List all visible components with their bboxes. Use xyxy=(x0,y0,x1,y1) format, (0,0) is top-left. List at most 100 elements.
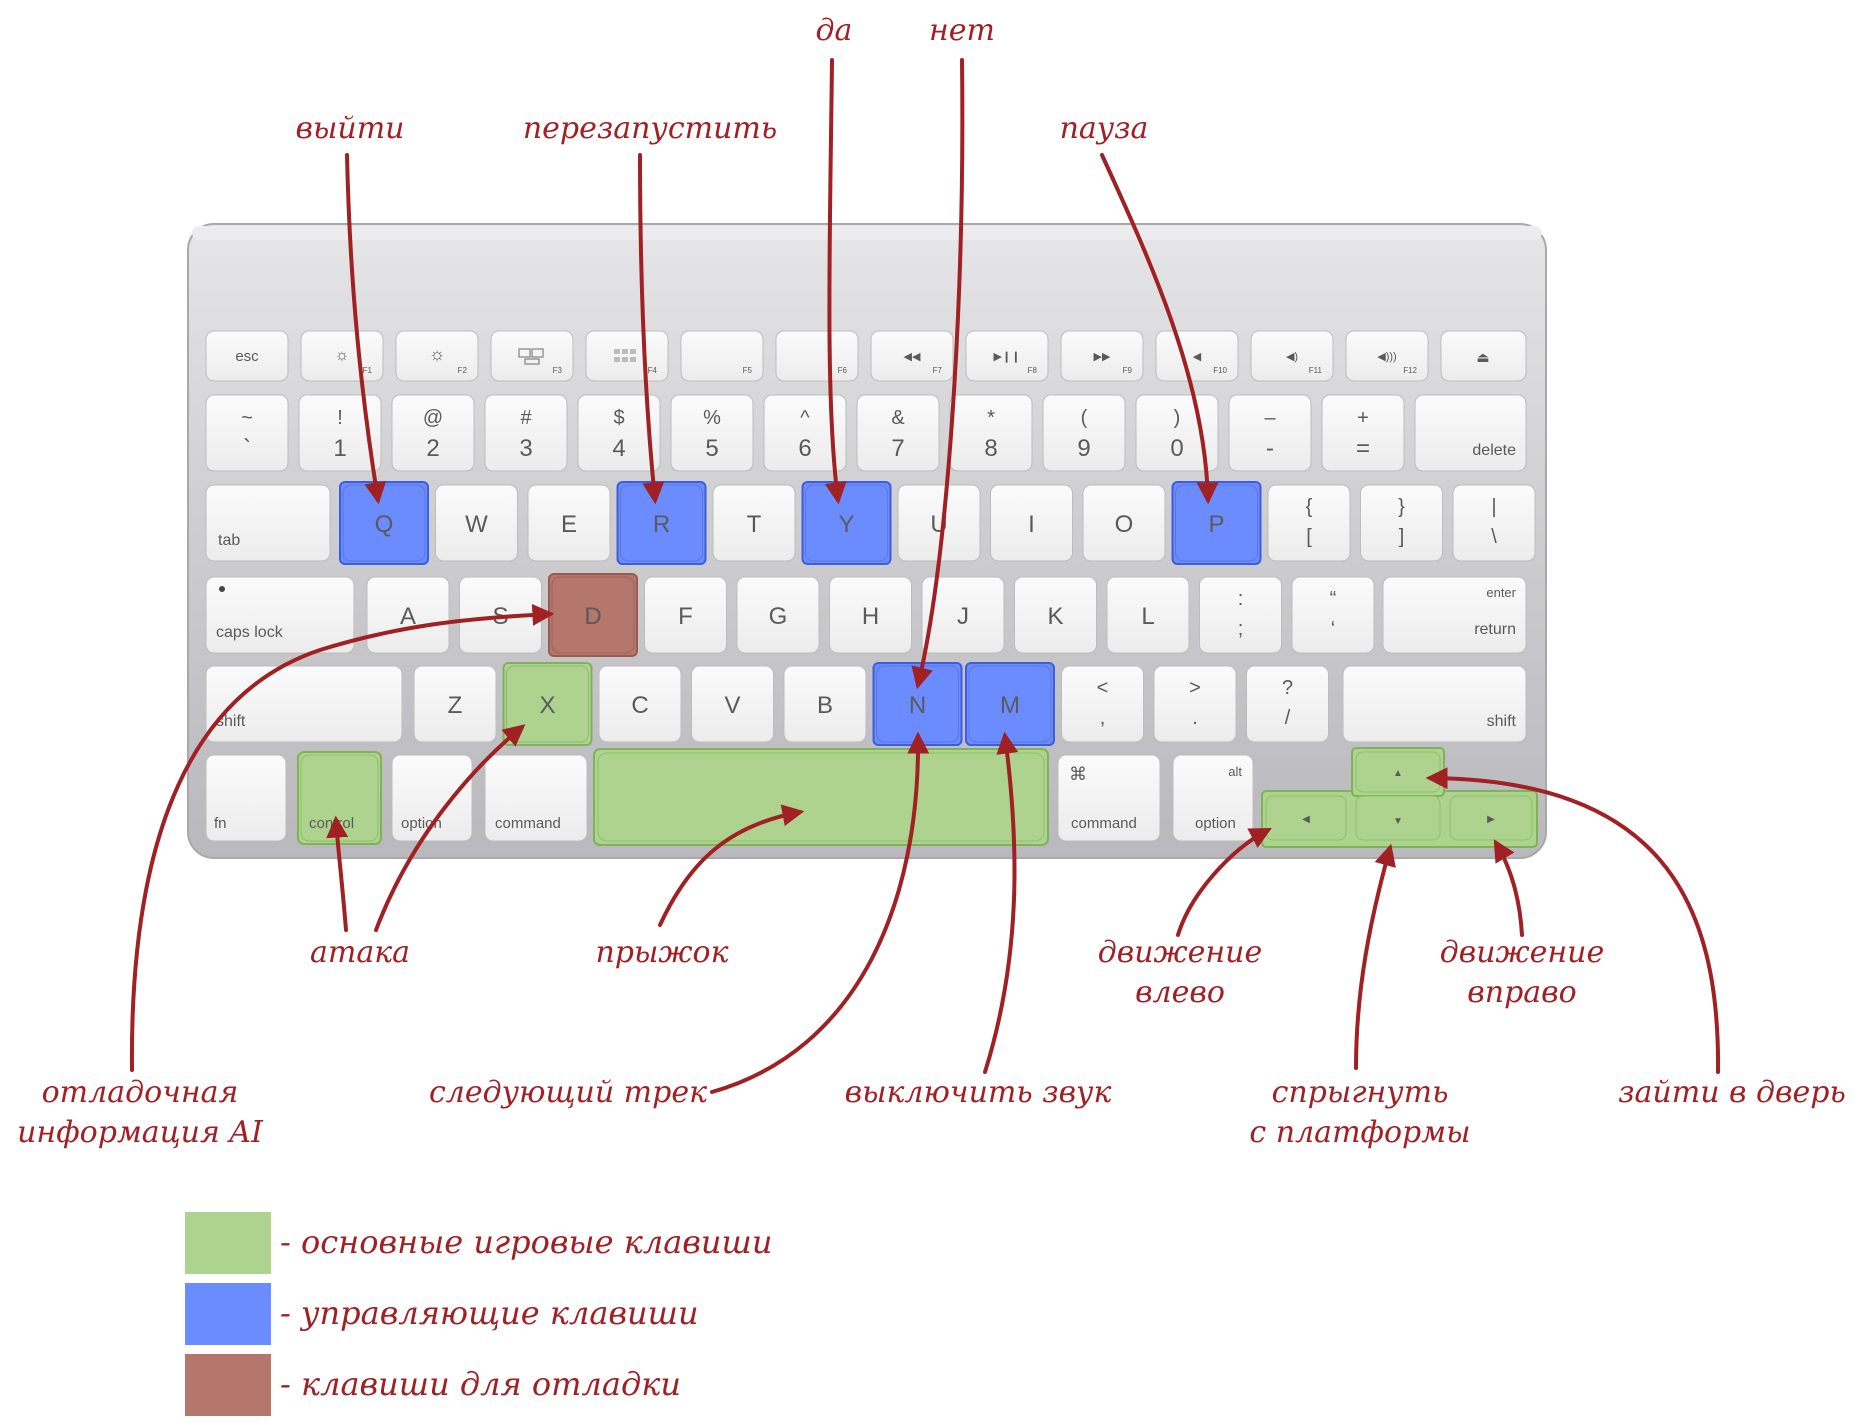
key-h[interactable] xyxy=(829,576,912,654)
label-debug-ai-2: информация AI xyxy=(17,1115,264,1150)
key-caps-lock[interactable] xyxy=(205,576,355,654)
key-tilde-bottom: ` xyxy=(243,435,251,462)
key-lt-bottom: , xyxy=(1100,707,1106,729)
key-o-label: O xyxy=(1115,511,1134,538)
key-o[interactable] xyxy=(1082,484,1166,562)
key-x[interactable] xyxy=(506,665,589,743)
mission-control-icon xyxy=(518,348,544,365)
label-next-track: следующий трек xyxy=(429,1075,707,1110)
key-quote-top: “ xyxy=(1330,588,1337,610)
key-esc[interactable] xyxy=(205,330,289,382)
label-drop-1: спрыгнуть xyxy=(1272,1075,1449,1110)
key-f9-label: F9 xyxy=(1123,366,1133,375)
key-n2[interactable] xyxy=(391,394,475,472)
key-tab[interactable] xyxy=(205,484,331,562)
legend-text-control: - управляющие клавиши xyxy=(280,1294,699,1332)
key-lbrace[interactable] xyxy=(1267,484,1351,562)
key-plus[interactable] xyxy=(1321,394,1405,472)
key-c[interactable] xyxy=(598,665,682,743)
key-eject[interactable] xyxy=(1440,330,1527,382)
label-move-right-2: вправо xyxy=(1467,975,1576,1010)
key-gt[interactable] xyxy=(1153,665,1237,743)
key-f6[interactable] xyxy=(775,330,859,382)
key-f10[interactable] xyxy=(1155,330,1239,382)
arrow-right xyxy=(1493,839,1524,937)
key-quote[interactable] xyxy=(1291,576,1375,654)
key-n5[interactable] xyxy=(670,394,754,472)
key-option-right[interactable] xyxy=(1172,754,1254,842)
key-n7[interactable] xyxy=(856,394,940,472)
key-e[interactable] xyxy=(527,484,611,562)
mute-icon: ◀ xyxy=(1193,351,1202,363)
arrow-enter-door xyxy=(1425,767,1721,1074)
key-f12-label: F12 xyxy=(1403,366,1417,375)
key-j[interactable] xyxy=(921,576,1005,654)
key-f3-label: F3 xyxy=(553,366,563,375)
key-pipe[interactable] xyxy=(1452,484,1536,562)
key-k[interactable] xyxy=(1014,576,1097,654)
key-b-label: B xyxy=(817,692,833,719)
command-symbol-icon: ⌘ xyxy=(1069,764,1087,784)
arrow-pause xyxy=(1100,153,1219,505)
key-arrow-right[interactable] xyxy=(1449,795,1533,841)
key-n9-bottom: 9 xyxy=(1077,435,1090,462)
key-f7-label: F7 xyxy=(933,366,943,375)
label-debug-ai-1: отладочная xyxy=(42,1075,239,1110)
key-option-left[interactable] xyxy=(391,754,473,842)
key-f7[interactable] xyxy=(870,330,954,382)
key-semi[interactable] xyxy=(1199,576,1282,654)
key-z-label: Z xyxy=(448,692,463,719)
key-command-left[interactable] xyxy=(484,754,588,842)
label-attack: атака xyxy=(310,935,410,970)
key-f11[interactable] xyxy=(1250,330,1334,382)
key-rbrace[interactable] xyxy=(1360,484,1443,562)
key-semi-bottom: ; xyxy=(1238,618,1244,640)
key-f1-label: F1 xyxy=(363,366,373,375)
key-shift-right[interactable] xyxy=(1342,665,1527,743)
key-n9[interactable] xyxy=(1042,394,1126,472)
key-f8[interactable] xyxy=(965,330,1049,382)
key-t[interactable] xyxy=(712,484,796,562)
key-fn[interactable] xyxy=(205,754,287,842)
key-n2-top: @ xyxy=(423,407,443,429)
key-n4[interactable] xyxy=(577,394,661,472)
key-f9[interactable] xyxy=(1060,330,1144,382)
key-i[interactable] xyxy=(990,484,1073,562)
key-m-label: M xyxy=(1000,692,1020,719)
key-v-label: V xyxy=(724,692,740,719)
key-delete[interactable] xyxy=(1414,394,1527,472)
key-n2-bottom: 2 xyxy=(426,435,439,462)
key-lbrace-top: { xyxy=(1306,496,1313,518)
key-g[interactable] xyxy=(736,576,820,654)
key-question[interactable] xyxy=(1246,665,1329,743)
arrow-attack-x xyxy=(374,724,526,932)
key-f5[interactable] xyxy=(680,330,764,382)
key-space[interactable] xyxy=(597,752,1045,842)
key-b[interactable] xyxy=(783,665,867,743)
key-l[interactable] xyxy=(1106,576,1190,654)
key-n3[interactable] xyxy=(484,394,568,472)
key-v[interactable] xyxy=(691,665,774,743)
key-command-right[interactable] xyxy=(1057,754,1161,842)
key-k-label: K xyxy=(1047,603,1063,630)
key-f2[interactable] xyxy=(395,330,479,382)
key-return[interactable] xyxy=(1382,576,1527,654)
key-f[interactable] xyxy=(644,576,727,654)
label-no: нет xyxy=(929,13,995,48)
key-w[interactable] xyxy=(435,484,518,562)
key-arrow-down[interactable] xyxy=(1355,795,1441,841)
key-arrow-left[interactable] xyxy=(1265,795,1347,841)
key-tilde[interactable] xyxy=(205,394,289,472)
key-z[interactable] xyxy=(413,665,497,743)
label-mute: выключить звук xyxy=(845,1075,1112,1110)
arrow-right-icon: ▶ xyxy=(1487,814,1495,825)
key-n4-top: $ xyxy=(613,407,624,429)
key-f4[interactable] xyxy=(585,330,669,382)
arrow-next-track xyxy=(710,731,930,1094)
volume-up-icon: ◀))) xyxy=(1377,351,1396,363)
key-lt[interactable] xyxy=(1061,665,1144,743)
key-minus[interactable] xyxy=(1228,394,1312,472)
key-n6[interactable] xyxy=(763,394,847,472)
key-f12[interactable] xyxy=(1345,330,1429,382)
key-n1[interactable] xyxy=(298,394,382,472)
